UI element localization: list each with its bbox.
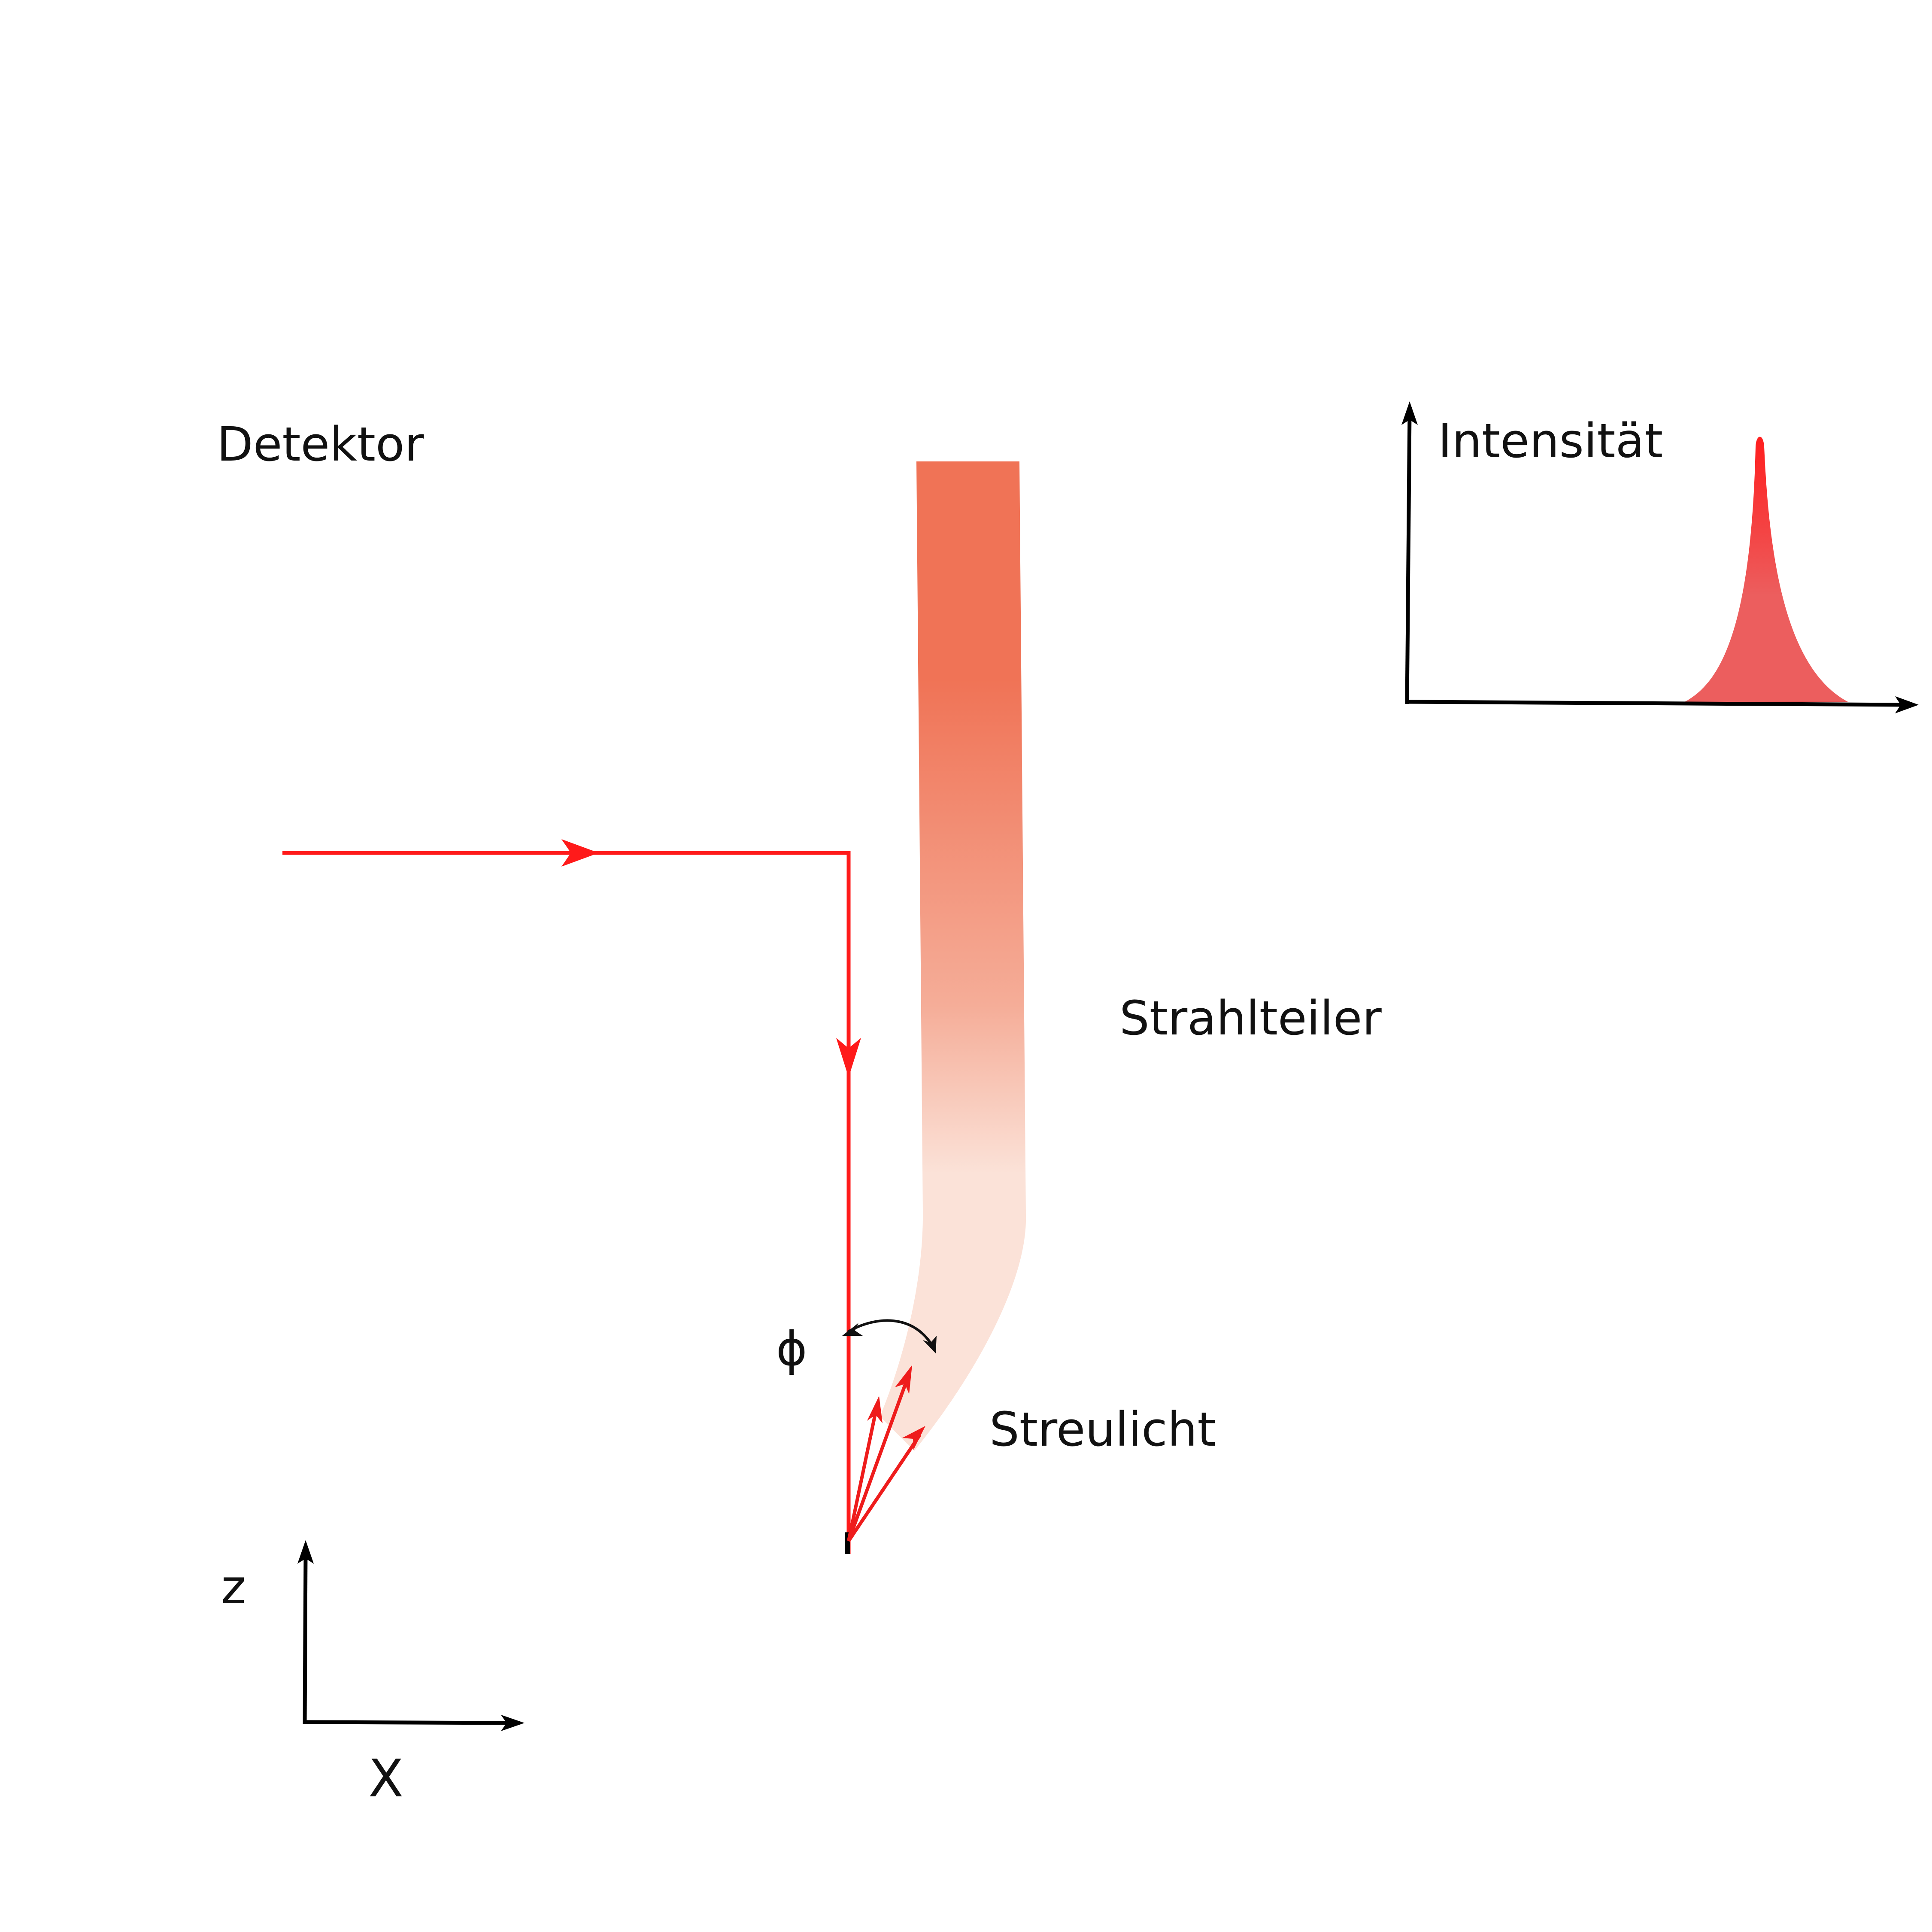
- scatter-arrowhead-1-icon: [867, 1396, 883, 1423]
- x-axis-line: [303, 1720, 512, 1725]
- intensity-x-axis: [1405, 700, 1906, 707]
- intensity-x-arrowhead-icon: [1895, 696, 1919, 713]
- angle-indicator: [842, 1319, 937, 1353]
- intensity-y-axis: [1405, 412, 1412, 704]
- angle-arc-end-arrowhead-icon: [923, 1336, 937, 1353]
- scatter-ray-1: [847, 1405, 879, 1541]
- beam-path: [282, 851, 851, 1554]
- beam-arrowhead-down-icon: [836, 1038, 861, 1077]
- scatter-ray-3: [847, 1434, 922, 1542]
- scatter-arrowheads: [867, 1365, 925, 1450]
- intensity-peak: [1685, 437, 1848, 702]
- scattered-light-label: Streulicht: [989, 1402, 1216, 1457]
- intensity-y-arrowhead-icon: [1401, 401, 1418, 425]
- angle-arc: [847, 1319, 935, 1349]
- laser-beam: [282, 839, 861, 1554]
- angle-label: ϕ: [776, 1321, 807, 1376]
- scatter-arrowhead-3-icon: [902, 1426, 925, 1450]
- scatter-ray-2: [847, 1374, 910, 1542]
- beam-arrowhead-icon: [561, 839, 599, 867]
- z-axis-line: [303, 1551, 308, 1724]
- x-axis-label: X: [368, 1749, 403, 1809]
- intensity-plot: [1401, 401, 1919, 713]
- beam-splitter-shape: [880, 461, 1026, 1451]
- z-axis-label: z: [221, 1559, 246, 1614]
- scattered-rays: [847, 1374, 922, 1542]
- beam-splitter-label: Strahlteiler: [1119, 991, 1382, 1046]
- z-axis-arrowhead-icon: [297, 1540, 314, 1564]
- coordinate-axes: [297, 1540, 525, 1731]
- scatter-arrowhead-2-icon: [895, 1365, 912, 1394]
- detector-label: Detektor: [217, 417, 424, 472]
- x-axis-arrowhead-icon: [501, 1715, 525, 1731]
- intensity-label: Intensität: [1438, 413, 1663, 468]
- angle-arc-start-arrowhead-icon: [842, 1323, 863, 1336]
